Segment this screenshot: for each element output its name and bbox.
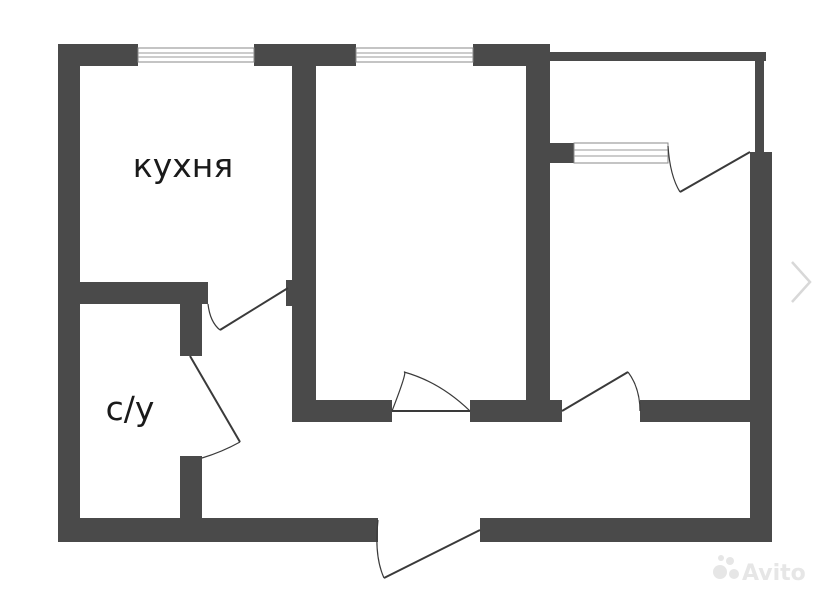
balcony-top (526, 52, 766, 61)
wall-mid-bottom-left (292, 400, 392, 422)
walls (58, 44, 772, 542)
wall-bath-jamb-bottom (180, 456, 202, 542)
balcony-wall-left (548, 143, 574, 163)
wall-right-bottom (640, 400, 772, 422)
door-balcony (667, 145, 751, 193)
window-kitchen (137, 47, 255, 63)
wall-bottom-right (480, 518, 772, 542)
wall-partition-2 (526, 44, 550, 422)
balcony-right (755, 52, 764, 157)
room-label-bathroom: с/у (106, 389, 155, 428)
wall-right (750, 152, 772, 542)
watermark-text: Avito (742, 561, 806, 586)
watermark: Avito (713, 555, 806, 586)
window-balcony (573, 142, 669, 164)
door-room-middle (391, 371, 471, 412)
wall-top-right (473, 44, 543, 66)
wall-kitchen-bath (58, 282, 208, 304)
wall-bottom-left (58, 518, 378, 542)
wall-bath-jamb-top (180, 282, 202, 356)
avito-logo-icon (713, 555, 739, 579)
room-label-kitchen: кухня (133, 146, 233, 185)
door-room-right (561, 371, 641, 412)
door-kitchen (207, 287, 289, 331)
door-stub (286, 280, 296, 306)
door-bathroom (189, 355, 241, 459)
chevron-right-icon[interactable] (791, 261, 812, 303)
balcony-door-jamb (548, 150, 552, 160)
wall-partition-1 (292, 44, 316, 422)
window-room (355, 47, 474, 63)
door-entrance (376, 519, 481, 579)
